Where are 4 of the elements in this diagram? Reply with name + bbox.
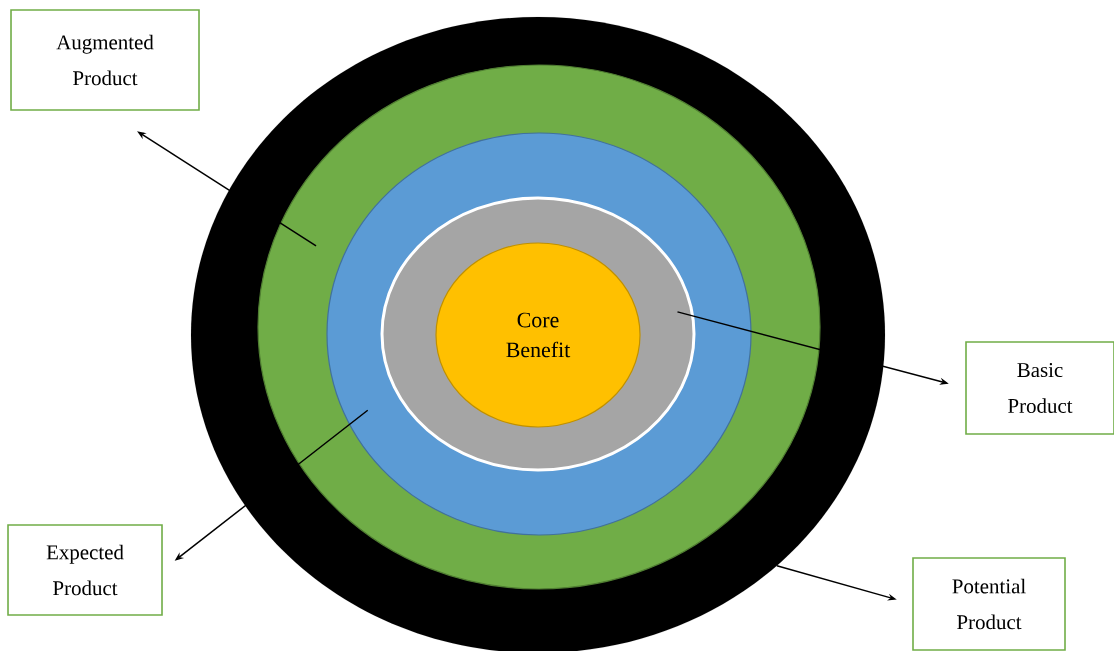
text-box: Basic Product [965,341,1114,435]
text-box: Expected Product [7,524,163,616]
text-box: Potential Product [912,557,1066,651]
text-box: Augmented Product [10,9,200,111]
